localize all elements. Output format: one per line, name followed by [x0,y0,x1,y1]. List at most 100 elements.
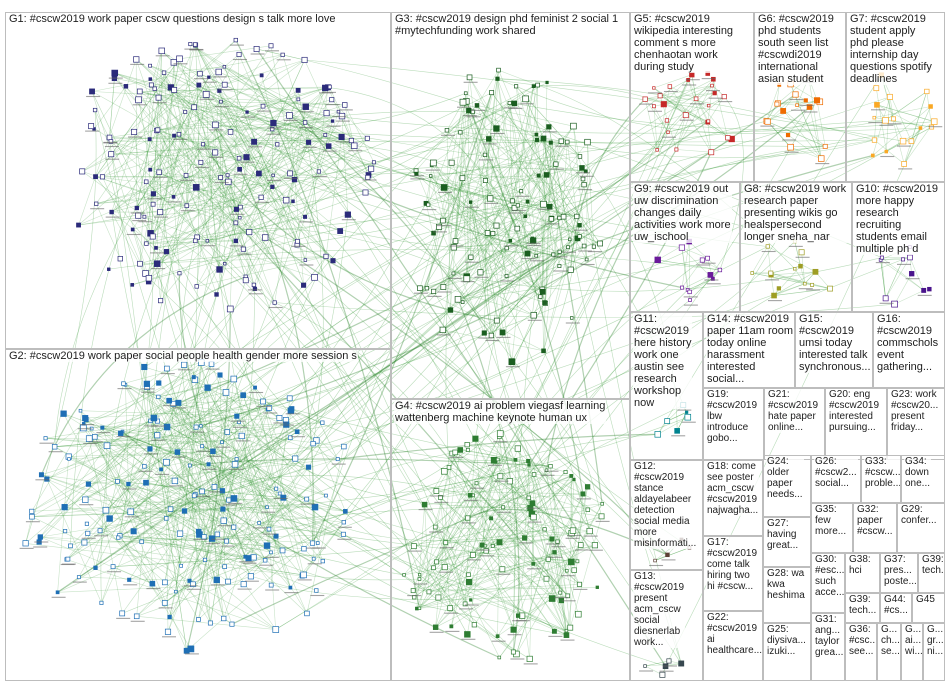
network-node [84,521,89,526]
network-edge [296,431,317,441]
network-edge [155,240,196,249]
network-node [311,503,319,511]
network-edge [106,350,544,446]
network-edge [451,483,477,627]
network-edge [285,200,306,261]
network-edge [481,474,535,546]
network-edge [78,199,287,226]
network-node [827,285,833,292]
network-edge [885,120,932,128]
network-edge [210,459,237,623]
network-edge [457,257,708,300]
network-edge [497,78,548,83]
network-edge [488,138,513,201]
network-edge [451,102,464,163]
network-node [130,528,137,535]
network-node [652,104,656,109]
network-node [785,132,791,138]
network-node [872,115,876,120]
group-label-g1: G1: #cscw2019 work paper cscw questions … [8,13,337,25]
network-edge [242,395,303,577]
network-edge [440,497,493,547]
network-edge [196,145,355,287]
network-node [231,524,237,530]
group-label-ga: G... ch... se... [880,624,900,657]
network-edge [667,411,687,422]
network-node [270,119,277,127]
group-box-g38: G38: hci [845,553,880,593]
network-edge [166,134,326,252]
network-edge [419,554,474,609]
network-edge [496,128,562,142]
network-node [545,556,551,562]
network-node [226,305,234,313]
network-edge [448,467,588,510]
network-node [688,298,692,302]
network-edge [219,90,266,238]
network-node [542,300,547,305]
network-edge [291,408,516,461]
network-node [545,80,549,85]
group-box-g44: G44: #cs... [880,593,912,623]
network-edge [467,517,514,630]
network-edge [306,446,345,614]
network-edge [173,120,333,198]
network-edge [466,217,552,280]
network-edge [178,120,709,404]
network-node [154,432,161,439]
network-node [539,288,546,295]
network-edge [133,131,304,286]
network-edge [874,139,905,165]
network-edge [676,149,712,153]
group-label-g35: G35: few more... [814,504,848,537]
network-edge [199,73,273,188]
network-node [110,564,116,570]
network-edge [676,85,713,150]
network-edge [25,109,97,544]
network-node [207,75,211,79]
network-edge [160,62,175,301]
network-node [652,86,656,90]
network-edge [161,50,530,499]
network-edge [453,217,552,248]
network-edge [282,54,320,172]
network-edge [549,206,595,247]
network-node [131,128,138,135]
group-label-g22: G22: #cscw2019 ai healthcare... [706,612,763,656]
group-box-g21: G21: #cscw2019 hate paper online... [764,388,825,460]
network-node [467,493,473,498]
network-node [252,286,257,291]
network-node [581,243,587,249]
network-edge [536,134,584,180]
network-edge [485,78,498,181]
network-edge [228,416,238,501]
network-edge [110,141,273,188]
group-box-g20: G20: eng #cscw2019 interested pursuing..… [825,388,887,460]
network-edge [157,129,295,180]
network-node [340,531,346,537]
network-node [141,363,148,371]
network-node [68,543,73,549]
network-edge [777,103,798,106]
network-edge [203,143,247,158]
network-edge [654,547,690,561]
network-node [813,97,821,104]
network-edge [178,134,275,303]
network-edge [885,259,904,299]
network-edge [412,474,535,591]
network-edge [154,88,241,208]
network-edge [215,124,273,130]
network-edge [130,511,344,535]
network-node [211,484,218,490]
network-edge [250,575,291,588]
network-edge [462,269,571,303]
network-edge [146,240,236,244]
network-edge [667,121,708,133]
network-edge [571,479,575,534]
network-edge [525,98,560,267]
network-node [245,555,252,562]
network-node [134,205,139,211]
network-edge [85,499,316,508]
network-edge [150,134,326,234]
network-edge [136,77,210,209]
